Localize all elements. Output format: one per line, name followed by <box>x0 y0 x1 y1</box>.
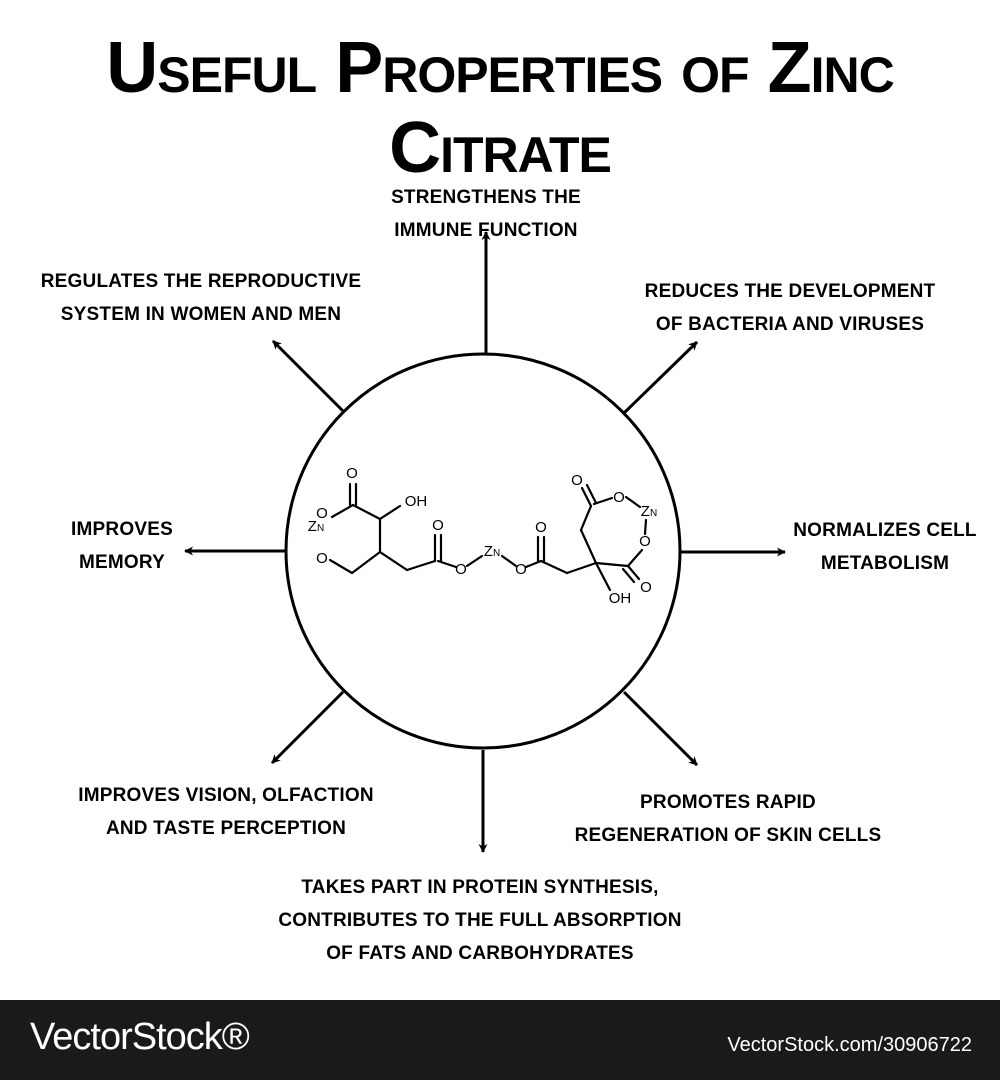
atom-o-5: O <box>455 561 467 578</box>
arrow-down-right <box>622 690 699 767</box>
atom-o-3: O <box>316 550 328 567</box>
image-id-text: VectorStock.com/30906722 <box>727 1034 972 1056</box>
atom-o-1: O <box>346 465 358 482</box>
atom-zn-3: ZN <box>641 503 657 520</box>
atom-oh-1: OH <box>405 493 428 510</box>
property-protein: TAKES PART IN PROTEIN SYNTHESIS,CONTRIBU… <box>278 877 682 964</box>
atom-o-7: O <box>535 519 547 536</box>
atom-zn-1: ZN <box>308 518 324 535</box>
atom-oh-2: OH <box>609 590 632 607</box>
property-diagram: O OH ZN O O O O ZN O O O O ZN O O OH <box>184 231 786 853</box>
atom-o-2: O <box>316 505 328 522</box>
atom-o-6: O <box>515 561 527 578</box>
arrow-down-left <box>270 690 345 765</box>
watermark-bar: VectorStock® VectorStock.com/30906722 <box>0 1000 1000 1080</box>
vectorstock-logo: VectorStock® <box>30 1016 250 1058</box>
atom-o-10: O <box>639 533 651 550</box>
page-title: Useful Properties of Zinc Citrate <box>106 28 894 188</box>
atom-o-4: O <box>432 517 444 534</box>
zinc-citrate-molecule: O OH ZN O O O O ZN O O O O ZN O O OH <box>308 465 657 607</box>
atom-o-11: O <box>640 579 652 596</box>
atom-o-9: O <box>613 489 625 506</box>
atom-o-8: O <box>571 472 583 489</box>
atom-zn-2: ZN <box>484 543 500 560</box>
arrow-up-left <box>271 339 345 413</box>
arrow-up-right <box>622 340 699 415</box>
